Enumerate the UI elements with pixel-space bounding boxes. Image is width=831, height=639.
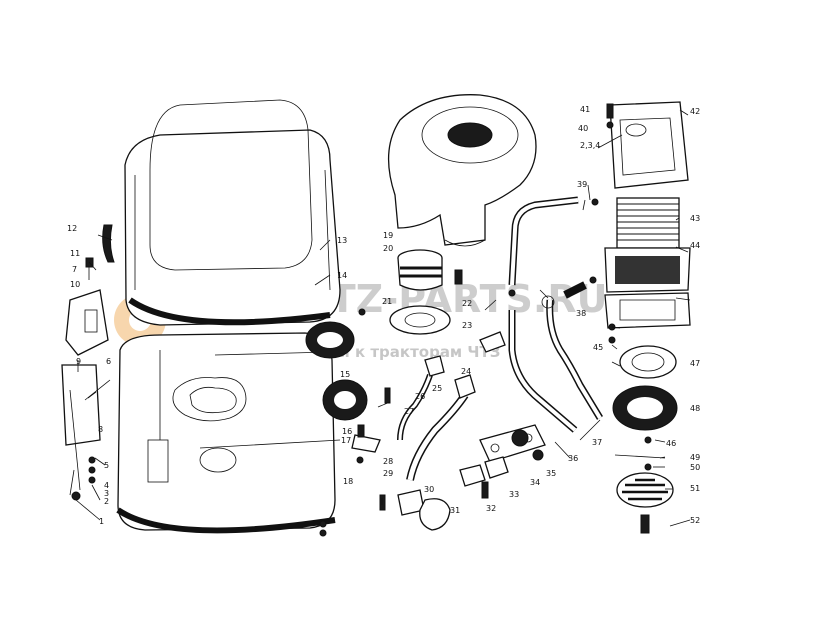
washer-stack bbox=[88, 456, 96, 484]
filter-cover-42b bbox=[604, 292, 691, 329]
ring-20 bbox=[397, 249, 443, 291]
callouts: 1 2 3 4 5 6 7 8 9 10 11 12 13 14 15 16 1… bbox=[67, 105, 700, 526]
callout-32: 32 bbox=[486, 504, 496, 513]
filter-cover-42 bbox=[609, 101, 689, 189]
bolt-52 bbox=[640, 514, 650, 534]
leader-lines bbox=[75, 109, 691, 527]
callout-17: 17 bbox=[341, 436, 351, 445]
flange-17 bbox=[351, 434, 381, 453]
callout-12: 12 bbox=[67, 224, 77, 233]
callout-6: 6 bbox=[106, 357, 111, 366]
filter-element-43 bbox=[616, 197, 680, 249]
callout-49: 49 bbox=[690, 453, 700, 462]
callout-47: 47 bbox=[690, 359, 700, 368]
strap-49 bbox=[614, 454, 666, 459]
callout-29: 29 bbox=[383, 469, 393, 478]
callout-39: 39 bbox=[577, 180, 587, 189]
lever-plate bbox=[61, 364, 101, 446]
callout-36: 36 bbox=[568, 454, 578, 463]
callout-23: 23 bbox=[462, 321, 472, 330]
callout-52: 52 bbox=[690, 516, 700, 525]
bolt-11 bbox=[85, 257, 94, 280]
callout-1: 1 bbox=[99, 517, 104, 526]
callout-33: 33 bbox=[509, 490, 519, 499]
callout-34: 34 bbox=[530, 478, 540, 487]
callout-37: 37 bbox=[592, 438, 602, 447]
callout-18: 18 bbox=[343, 477, 353, 486]
upper-housing bbox=[124, 99, 341, 326]
callout-41: 41 bbox=[580, 105, 590, 114]
gasket-12 bbox=[102, 224, 115, 263]
callout-8: 8 bbox=[98, 425, 103, 434]
gasket-15 bbox=[322, 379, 368, 421]
callout-27: 27 bbox=[404, 407, 414, 416]
callout-2: 2 bbox=[104, 497, 109, 506]
callout-22: 22 bbox=[462, 299, 472, 308]
callout-20: 20 bbox=[383, 244, 393, 253]
callout-42: 42 bbox=[690, 107, 700, 116]
callout-45: 45 bbox=[593, 343, 603, 352]
callout-7: 7 bbox=[72, 265, 77, 274]
callout-46: 46 bbox=[666, 439, 676, 448]
callout-9: 9 bbox=[76, 357, 81, 366]
pipe-assembly bbox=[379, 331, 546, 531]
callout-40: 40 bbox=[578, 124, 588, 133]
callout-31: 31 bbox=[450, 506, 460, 515]
filter-element-44 bbox=[604, 247, 691, 293]
seal-48 bbox=[612, 385, 678, 431]
callout-14: 14 bbox=[337, 271, 347, 280]
callout-51: 51 bbox=[690, 484, 700, 493]
callout-44: 44 bbox=[690, 241, 700, 250]
callout-13: 13 bbox=[337, 236, 347, 245]
lower-housing bbox=[116, 332, 341, 534]
gasket-14 bbox=[305, 321, 355, 359]
callout-38: 38 bbox=[576, 309, 586, 318]
callout-19: 19 bbox=[383, 231, 393, 240]
callout-35: 35 bbox=[546, 469, 556, 478]
callout-15: 15 bbox=[340, 370, 350, 379]
ring-47 bbox=[619, 345, 677, 379]
callout-26: 26 bbox=[415, 392, 425, 401]
callout-4: 4 bbox=[104, 481, 109, 490]
callout-25: 25 bbox=[432, 384, 442, 393]
callout-5: 5 bbox=[104, 461, 109, 470]
callout-24: 24 bbox=[461, 367, 471, 376]
grate-51 bbox=[616, 472, 674, 508]
callout-21: 21 bbox=[382, 297, 392, 306]
bracket-10 bbox=[65, 289, 109, 356]
callout-16: 16 bbox=[342, 427, 352, 436]
fan-housing bbox=[387, 94, 537, 247]
callout-11: 11 bbox=[70, 249, 80, 258]
callout-10: 10 bbox=[70, 280, 80, 289]
flange-21 bbox=[389, 305, 451, 335]
callout-28: 28 bbox=[383, 457, 393, 466]
callout-3: 3 bbox=[104, 489, 109, 498]
callout-30: 30 bbox=[424, 485, 434, 494]
callout-50: 50 bbox=[690, 463, 700, 472]
callout-43: 43 bbox=[690, 214, 700, 223]
callout-48: 48 bbox=[690, 404, 700, 413]
callout-2-3-4: 2,3,4 bbox=[580, 141, 600, 150]
pipe-36-37 bbox=[508, 196, 603, 433]
